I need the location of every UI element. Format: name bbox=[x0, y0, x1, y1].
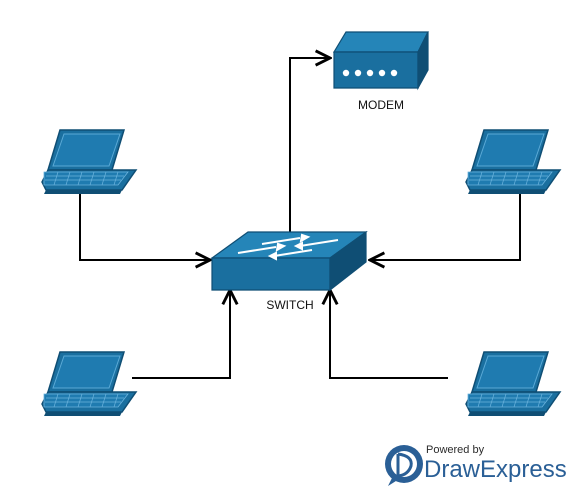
drawexpress-wordmark: DrawExpress bbox=[424, 456, 567, 483]
drawexpress-logo-icon bbox=[385, 445, 423, 486]
switch-icon bbox=[210, 230, 368, 292]
drawexpress-branding: Powered by DrawExpress bbox=[385, 444, 567, 486]
link-laptop-bottom-left bbox=[132, 290, 230, 379]
connections bbox=[79, 58, 521, 379]
wordmark-draw: Draw bbox=[424, 456, 481, 483]
link-laptop-top-right bbox=[370, 190, 521, 260]
switch-label: SWITCH bbox=[266, 298, 313, 312]
link-switch-to-modem bbox=[289, 58, 330, 232]
laptop-bottom-left bbox=[41, 351, 137, 417]
laptop-top-left bbox=[41, 129, 137, 195]
laptop-icon bbox=[41, 351, 137, 417]
modem-label: MODEM bbox=[358, 98, 404, 112]
switch-node: SWITCH bbox=[210, 230, 368, 312]
laptop-icon bbox=[41, 129, 137, 195]
laptop-bottom-right bbox=[465, 351, 561, 417]
laptop-icon bbox=[465, 351, 561, 417]
link-laptop-bottom-right bbox=[330, 290, 448, 379]
laptop-icon bbox=[465, 129, 561, 195]
powered-by-text: Powered by bbox=[426, 444, 485, 456]
link-laptop-top-left bbox=[79, 192, 210, 260]
wordmark-express: Express bbox=[480, 456, 567, 483]
modem-icon bbox=[332, 31, 429, 91]
laptop-top-right bbox=[465, 129, 561, 195]
modem-node: MODEM bbox=[332, 31, 429, 112]
